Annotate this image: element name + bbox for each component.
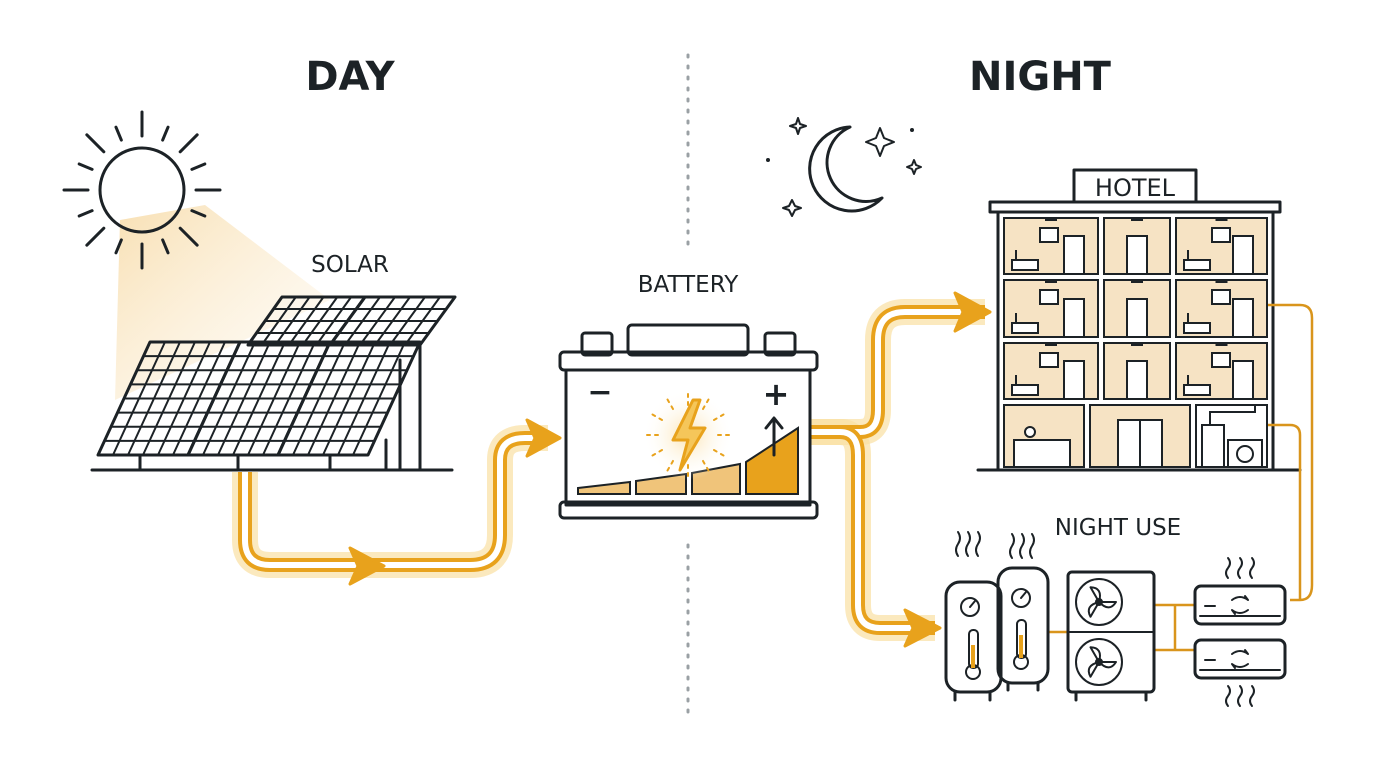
solar-panel-front-3 [276,340,422,457]
hotel-icon: HOTEL [976,168,1302,472]
outdoor-ac-unit-icon [1066,570,1156,702]
battery-charge-bars [577,426,799,495]
water-heater-icon [944,531,1050,702]
battery-minus-symbol: − [587,375,612,410]
solar-panel-front-2 [186,340,332,457]
solar-panel-back-right [328,295,457,347]
lightning-icon [643,390,733,480]
thermometer-icon [965,619,1029,680]
sun-icon [62,110,222,270]
charge-up-arrow [764,416,784,457]
fan-icon [1075,578,1123,686]
night-use-label: NIGHT USE [1055,515,1181,541]
moon-icon [808,125,884,213]
battery-icon: − + [558,323,819,520]
star-icon [766,117,922,217]
wiring-line-2 [1048,603,1195,652]
indoor-ac-unit-icon [1193,557,1287,707]
solar-panels-icon [90,295,457,472]
battery-plus-symbol: + [763,375,790,413]
day-heading: DAY [305,54,395,100]
night-heading: NIGHT [969,54,1112,100]
wiring-line [1268,303,1314,602]
battery-label: BATTERY [638,272,739,298]
hotel-sign-label: HOTEL [1095,174,1176,202]
solar-panel-back-left [246,295,367,347]
solar-label: SOLAR [311,252,389,278]
arrow-icon [232,291,992,648]
